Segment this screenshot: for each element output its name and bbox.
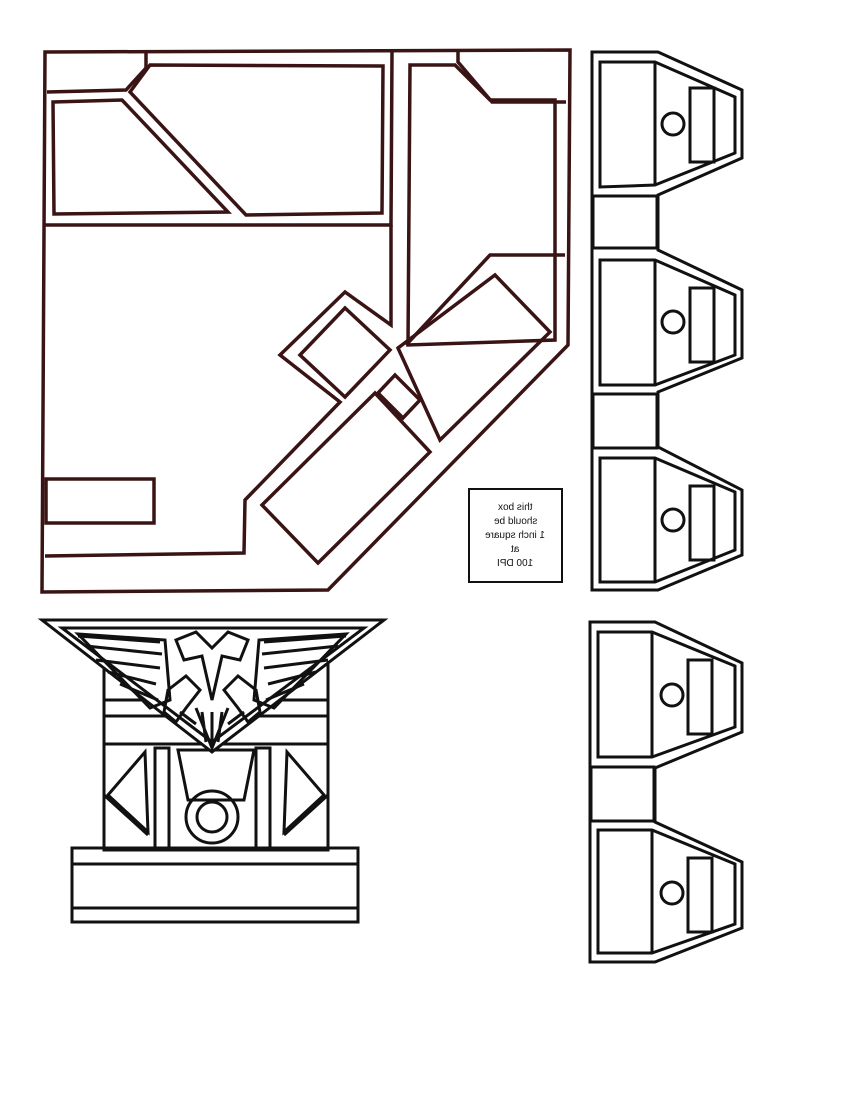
left-column — [153, 746, 171, 850]
slot-panel-2 — [688, 286, 716, 364]
right-bevel-panel — [282, 748, 327, 836]
left-big-panel-outline — [44, 225, 393, 558]
medallion-inner-icon — [195, 800, 229, 834]
upper-diagonal-plank — [395, 272, 553, 443]
eagle-right-wing-icon — [261, 634, 347, 702]
slot-panel-3 — [688, 484, 716, 562]
calibration-line-1: this box — [498, 501, 533, 513]
rivet-icon-2 — [660, 309, 686, 335]
trapezoid-strip-upper — [590, 50, 744, 592]
trapezoid-strip-lower — [588, 620, 744, 964]
small-square-hatch — [297, 305, 393, 400]
rivet-icon-5 — [659, 880, 685, 906]
eagle-tail-icon — [194, 707, 230, 753]
base-plate-piece — [40, 48, 572, 594]
right-column — [254, 746, 272, 850]
upper-center-panel — [127, 63, 385, 217]
center-divider — [45, 51, 394, 227]
rivet-icon-3 — [660, 507, 686, 533]
slot-panel-5 — [686, 856, 714, 934]
calibration-line-5: 100 DPI — [497, 557, 534, 569]
calibration-line-3: 1 inch square — [485, 529, 546, 541]
eagle-pedestal-piece — [37, 618, 389, 924]
base-plate-outline — [40, 48, 572, 594]
left-slot-panel — [44, 477, 156, 525]
calibration-line-2: should be — [493, 515, 538, 527]
tab-3 — [589, 765, 656, 823]
upper-left-window-panel — [51, 98, 233, 216]
eagle-left-wing-icon — [77, 634, 163, 702]
long-diagonal-plank — [259, 390, 433, 566]
right-tall-panel — [406, 63, 557, 347]
strip-upper-outline — [590, 50, 744, 592]
center-column-plate — [176, 748, 256, 802]
rivet-icon-1 — [660, 111, 686, 137]
plinth-base — [70, 846, 360, 924]
slot-panel-1 — [688, 86, 716, 164]
rivet-icon-4 — [659, 682, 685, 708]
left-bevel-panel — [105, 748, 150, 836]
slot-panel-4 — [686, 658, 714, 736]
calibration-box: this box should be 1 inch square at 100 … — [468, 488, 563, 583]
eagle-heads-icon — [174, 630, 250, 701]
calibration-line-4: at — [511, 543, 520, 555]
strip-lower-outline — [588, 620, 744, 964]
tab-1 — [591, 194, 659, 250]
upper-left-corner-panel — [46, 52, 148, 94]
tab-2 — [591, 392, 659, 450]
right-diagonal-strip — [404, 253, 565, 347]
medallion-outer-icon — [184, 789, 240, 845]
upper-right-corner-cap — [456, 52, 566, 104]
